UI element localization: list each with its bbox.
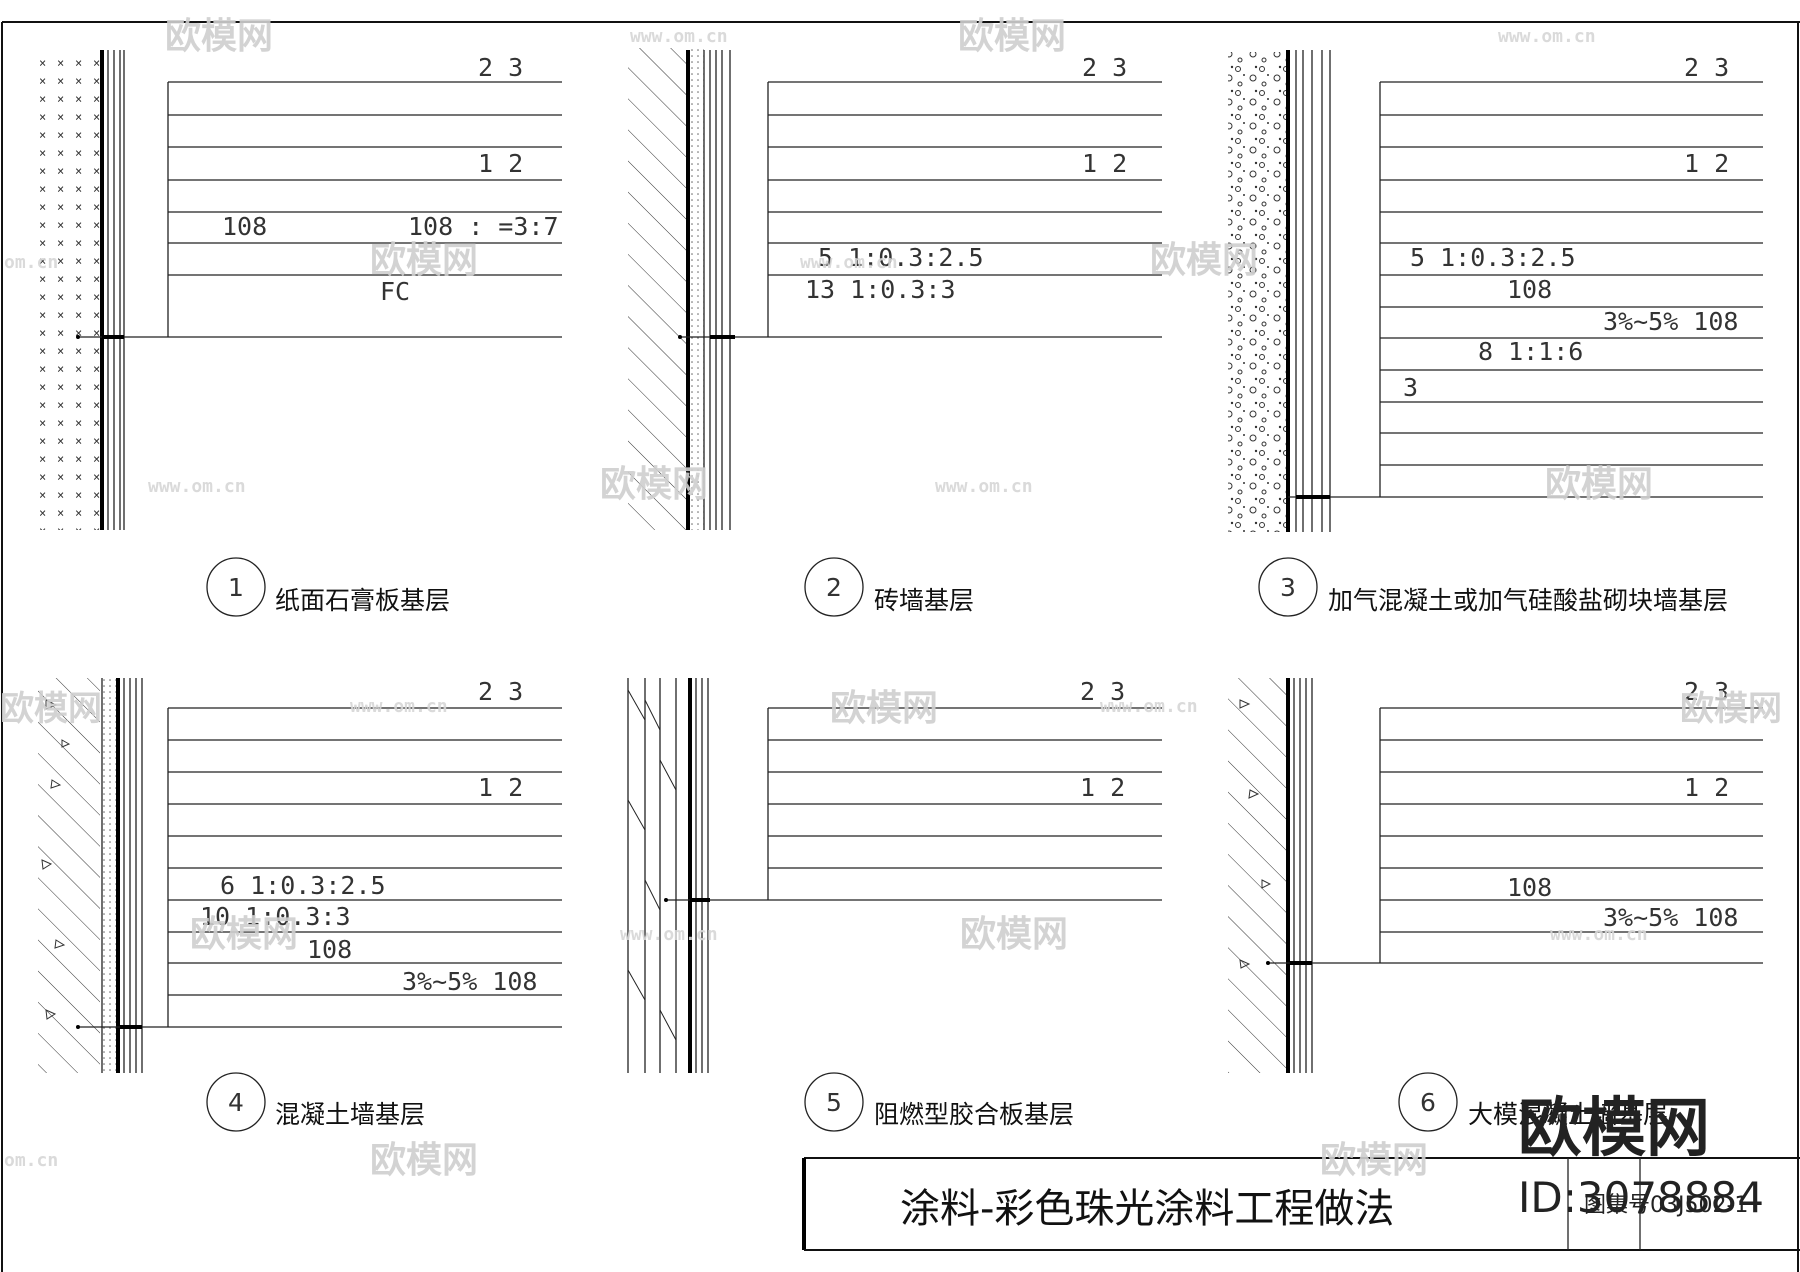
watermark-brand: 欧模网 — [958, 16, 1066, 57]
watermark-brand: 欧模网 — [0, 689, 102, 729]
sheet-border — [1, 21, 1800, 1272]
detail-number-circle — [804, 1072, 864, 1132]
note: 5 1:0.3:2.5 — [1410, 243, 1576, 272]
detail-number: 5 — [826, 1088, 842, 1117]
note: 1 2 — [1082, 149, 1127, 178]
detail-number: 4 — [228, 1088, 244, 1117]
watermark-brand: 欧模网 — [370, 240, 478, 281]
note: 1 2 — [478, 773, 523, 802]
watermark-site: www.om.cn — [1100, 696, 1198, 717]
watermark-brand: 欧模网 — [165, 16, 273, 57]
detail-number: 6 — [1420, 1088, 1436, 1117]
brick-hatch — [628, 48, 688, 530]
detail-label: 纸面石膏板基层 — [275, 586, 450, 615]
detail-2: 2 3 1 2 5 1:0.3:2.5 13 1:0.3:3 2 砖墙基层 — [628, 48, 1162, 617]
detail-label: 阻燃型胶合板基层 — [874, 1100, 1074, 1129]
note: 2 3 — [478, 53, 523, 82]
note: 2 3 — [1082, 53, 1127, 82]
note: 10 1:0.3:3 — [200, 902, 351, 931]
detail-label: 大模混凝土墙基层 — [1468, 1100, 1668, 1129]
note: 2 3 — [1080, 677, 1125, 706]
note: 1 2 — [1080, 773, 1125, 802]
detail-4: 2 3 1 2 6 1:0.3:2.5 10 1:0.3:3 108 3%~5%… — [38, 677, 562, 1132]
detail-5: 2 3 1 2 5 阻燃型胶合板基层 — [627, 677, 1162, 1132]
detail-number: 2 — [826, 573, 842, 602]
watermark-brand: 欧模网 — [1150, 240, 1258, 281]
watermark-site: www.om.cn — [1550, 924, 1648, 945]
note: 6 1:0.3:2.5 — [220, 871, 386, 900]
gypsum-board-hatch — [40, 48, 102, 530]
note: 3%~5% 108 — [402, 967, 537, 996]
note: 2 3 — [478, 677, 523, 706]
note: 108 — [1507, 275, 1552, 304]
note: 5 1:0.3:2.5 — [818, 243, 984, 272]
detail-6: 2 3 1 2 108 3%~5% 108 6 大模混凝土墙基层 — [1228, 677, 1763, 1132]
note: 2 3 — [1684, 677, 1729, 706]
note: 108 — [307, 935, 352, 964]
watermark-brand: 欧模网 — [830, 688, 938, 729]
watermark-site: www.om.cn — [620, 924, 718, 945]
drawing-title: 涂料-彩色珠光涂料工程做法 — [900, 1186, 1394, 1232]
watermark-brand: 欧模网 — [960, 914, 1068, 955]
note: 1 2 — [1684, 149, 1729, 178]
watermark-brand: 欧模网 — [1680, 689, 1782, 729]
watermark-site: www.om.cn — [148, 476, 246, 497]
note: FC — [380, 277, 410, 306]
title-block: 涂料-彩色珠光涂料工程做法 图集号 03J502-1 — [802, 1157, 1800, 1251]
detail-number: 3 — [1280, 573, 1296, 602]
watermark-site: www.om.cn — [935, 476, 1033, 497]
watermark-site: om.cn — [4, 1150, 58, 1171]
note: 13 1:0.3:3 — [805, 275, 956, 304]
detail-3: 2 3 1 2 5 1:0.3:2.5 108 3%~5% 108 8 1:1:… — [1228, 50, 1763, 617]
watermark-site: om.cn — [4, 252, 58, 273]
atlas-label: 图集号 — [1584, 1193, 1650, 1218]
watermark-brand: 欧模网 — [190, 914, 298, 955]
watermark-site: www.om.cn — [350, 696, 448, 717]
note: 108 : =3:7 — [408, 212, 559, 241]
concrete-hatch — [38, 678, 100, 1073]
watermark-site: www.om.cn — [630, 26, 728, 47]
note: 1 2 — [478, 149, 523, 178]
detail-number-circle — [1398, 1072, 1458, 1132]
detail-number-circle — [804, 557, 864, 617]
note: 108 — [1507, 873, 1552, 902]
detail-number: 1 — [228, 573, 244, 602]
note: 2 3 — [1684, 53, 1729, 82]
note: 1 2 — [1684, 773, 1729, 802]
note: 3%~5% 108 — [1603, 903, 1738, 932]
watermark-brand: 欧模网 — [1320, 1140, 1428, 1181]
detail-label: 混凝土墙基层 — [275, 1100, 425, 1129]
note: 3%~5% 108 — [1603, 307, 1738, 336]
watermark-site: www.om.cn — [800, 252, 898, 273]
watermark-brand: 欧模网 — [370, 1140, 478, 1181]
aerated-concrete-hatch — [1228, 52, 1288, 532]
watermark-layer: 欧模网 欧模网 www.om.cn www.om.cn 欧模网 欧模网 om.c… — [0, 16, 1782, 1181]
note: 108 — [222, 212, 267, 241]
watermark-brand: 欧模网 — [600, 464, 708, 505]
detail-label: 加气混凝土或加气硅酸盐砌块墙基层 — [1328, 586, 1728, 615]
watermark-corner-brand: 欧模网 — [1518, 1092, 1710, 1166]
watermark-brand: 欧模网 — [1545, 464, 1653, 505]
watermark-site: www.om.cn — [1498, 26, 1596, 47]
atlas-number: 03J502-1 — [1650, 1193, 1748, 1218]
detail-number-circle — [206, 1072, 266, 1132]
detail-1: 2 3 1 2 108 108 : =3:7 FC 1 纸面石膏板基层 — [40, 48, 562, 617]
note: 3 — [1403, 373, 1418, 402]
watermark-id: ID:3078884 — [1518, 1173, 1764, 1222]
watermark-corner: 欧模网 ID:3078884 — [1518, 1092, 1764, 1222]
large-form-concrete-hatch — [1228, 678, 1288, 1073]
detail-number-circle — [1258, 557, 1318, 617]
detail-label: 砖墙基层 — [874, 586, 974, 615]
note: 8 1:1:6 — [1478, 337, 1583, 366]
detail-number-circle — [206, 557, 266, 617]
